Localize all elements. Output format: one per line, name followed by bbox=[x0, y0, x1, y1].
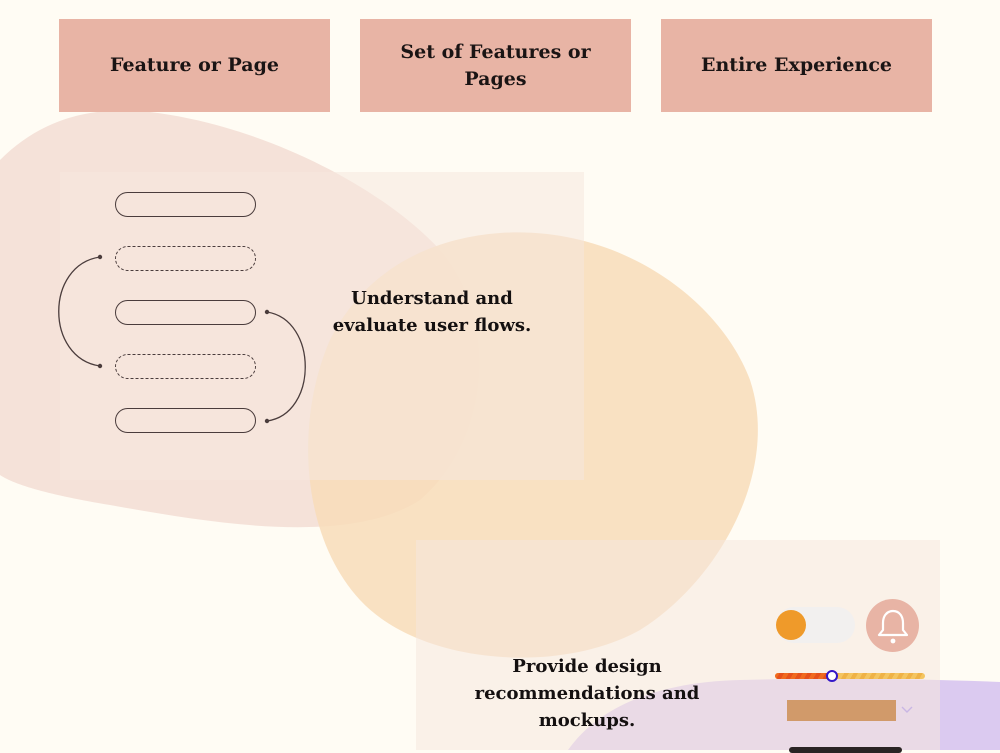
flow-step-1 bbox=[115, 192, 256, 217]
flow-connector-right bbox=[266, 311, 306, 422]
slider-fill bbox=[775, 673, 831, 679]
flow-connector-left-start bbox=[97, 254, 103, 260]
scope-tab-feature-label: Feature or Page bbox=[110, 54, 279, 76]
toggle-knob[interactable] bbox=[776, 610, 806, 640]
flow-connector-right-end bbox=[264, 418, 270, 424]
scope-tab-feature-set: Set of Features or Pages bbox=[360, 19, 631, 112]
flow-step-5 bbox=[115, 408, 256, 433]
chevron-down-icon[interactable] bbox=[900, 702, 914, 716]
notification-button[interactable] bbox=[866, 599, 919, 652]
flow-connector-left-end bbox=[97, 363, 103, 369]
flow-connector-right-start bbox=[264, 309, 270, 315]
scope-tab-entire-experience: Entire Experience bbox=[661, 19, 932, 112]
scope-tab-feature-set-label: Set of Features or Pages bbox=[400, 40, 591, 90]
primary-button-bar[interactable] bbox=[789, 747, 902, 753]
flow-step-2 bbox=[115, 246, 256, 271]
bell-icon bbox=[877, 609, 908, 643]
scope-tab-entire-experience-label: Entire Experience bbox=[701, 54, 892, 76]
flow-step-3 bbox=[115, 300, 256, 325]
scope-tab-feature: Feature or Page bbox=[59, 19, 330, 112]
flow-card-caption: Understand and evaluate user flows. bbox=[332, 288, 532, 336]
dropdown-select[interactable] bbox=[787, 700, 896, 721]
flow-card bbox=[60, 172, 584, 480]
flow-connector-left bbox=[58, 256, 101, 367]
design-card-caption: Provide design recommendations and mocku… bbox=[474, 656, 700, 731]
slider-thumb[interactable] bbox=[825, 670, 838, 682]
flow-step-4 bbox=[115, 354, 256, 379]
range-slider[interactable] bbox=[775, 670, 925, 682]
